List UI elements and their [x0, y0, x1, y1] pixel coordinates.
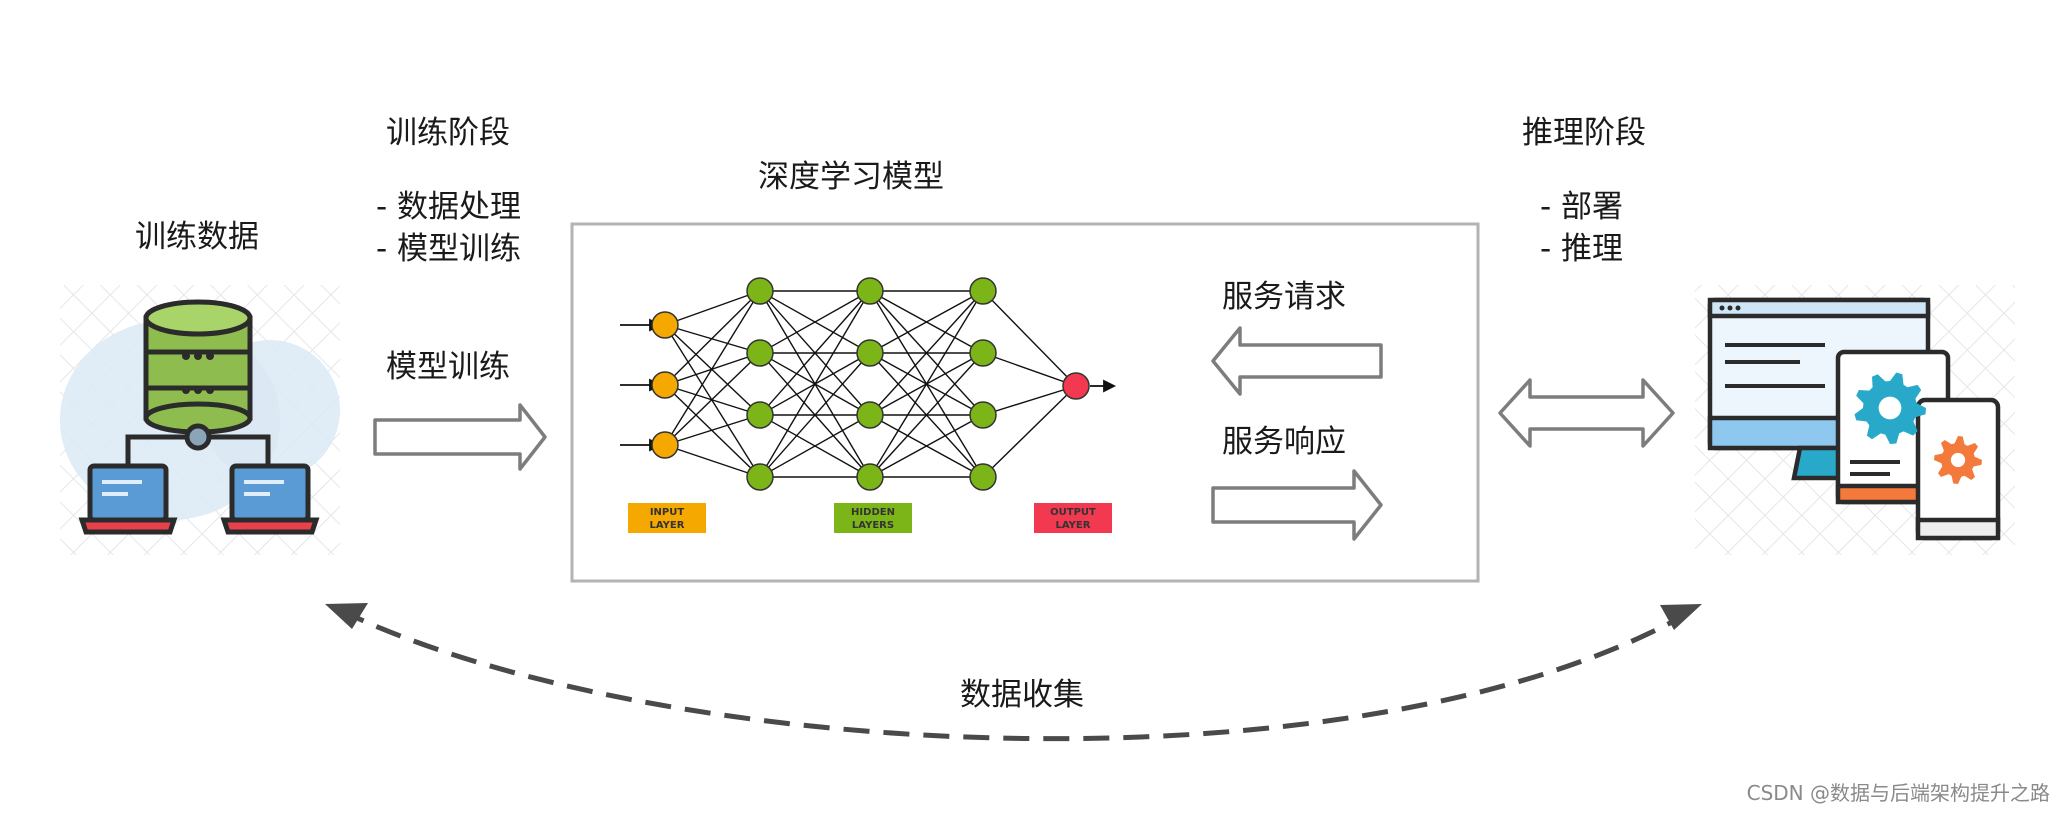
gear-orange-icon-hole [1950, 452, 1966, 468]
service-request-label: 服务请求 [1222, 279, 1346, 315]
deploy-double-arrow [1498, 378, 1675, 448]
nn-edge [664, 324, 761, 354]
input-node [651, 431, 679, 459]
input-node [651, 371, 679, 399]
output-node [1062, 372, 1090, 400]
hidden-node [746, 277, 774, 305]
nn-edge [664, 290, 761, 386]
training-phase-item: - 数据处理 [376, 189, 522, 225]
hidden-node [856, 339, 884, 367]
nn-edge [664, 384, 761, 416]
inference-phase-title: 推理阶段 [1522, 115, 1646, 151]
input-node [651, 311, 679, 339]
nn-edge [869, 290, 984, 354]
hidden-node [856, 277, 884, 305]
nn-edge [759, 290, 871, 354]
loop-arrowhead-right [1660, 604, 1702, 630]
hidden-node [746, 463, 774, 491]
watermark: CSDN @数据与后端架构提升之路 [1746, 781, 2050, 805]
model-title: 深度学习模型 [758, 159, 944, 195]
service-response-label: 服务响应 [1222, 424, 1346, 460]
nn-edge [982, 385, 1077, 416]
nn-edge [664, 384, 761, 478]
hidden-node [746, 339, 774, 367]
input-layer-tag-line1: INPUT [650, 507, 685, 518]
output-layer-tag-line1: OUTPUT [1050, 507, 1096, 518]
hidden-node [856, 401, 884, 429]
nn-edge [664, 290, 761, 446]
nn-edge [869, 352, 984, 478]
data-collection-loop [338, 607, 1687, 742]
hidden-layer-tag-line1: HIDDEN [851, 507, 895, 518]
devices-gear-icon [1695, 285, 2015, 555]
training-data-label: 训练数据 [135, 219, 259, 255]
inference-phase-item: - 推理 [1540, 231, 1624, 267]
nn-edge [664, 414, 761, 446]
database-network-icon [60, 285, 340, 555]
response-arrow [1211, 469, 1383, 541]
nn-edge [664, 324, 761, 478]
output-layer-tag-line2: LAYER [1056, 520, 1091, 531]
hidden-node [746, 401, 774, 429]
nn-edge [664, 444, 761, 478]
training-arrow [373, 403, 547, 471]
nn-edge [869, 414, 984, 478]
training-arrow-label: 模型训练 [386, 349, 510, 385]
hidden-node [969, 277, 997, 305]
nn-edge [869, 290, 984, 416]
gear-blue-icon-hole [1878, 396, 1902, 420]
request-arrow [1211, 326, 1383, 396]
nn-edge [982, 385, 1077, 478]
hidden-node [969, 401, 997, 429]
nn-edge [759, 352, 871, 478]
hidden-node [969, 463, 997, 491]
nn-edge [759, 414, 871, 478]
training-phase-item: - 模型训练 [376, 231, 522, 267]
neural-network-icon: INPUT LAYER HIDDEN LAYERS OUTPUT LAYER [620, 277, 1117, 533]
input-layer-tag-line2: LAYER [650, 520, 685, 531]
nn-edge [869, 290, 984, 478]
nn-edge [759, 290, 871, 478]
training-phase-title: 训练阶段 [386, 115, 510, 151]
data-collection-label: 数据收集 [960, 677, 1084, 713]
nn-edge [982, 290, 1077, 387]
nn-edge [982, 352, 1077, 387]
inference-phase-item: - 部署 [1540, 189, 1624, 225]
nn-edge [664, 324, 761, 416]
loop-arrowhead-left [325, 603, 368, 629]
nn-edge [664, 290, 761, 326]
nn-edge [664, 352, 761, 446]
hidden-node [969, 339, 997, 367]
hidden-node [856, 463, 884, 491]
nn-edge [759, 290, 871, 416]
hidden-layer-tag-line2: LAYERS [852, 520, 894, 531]
